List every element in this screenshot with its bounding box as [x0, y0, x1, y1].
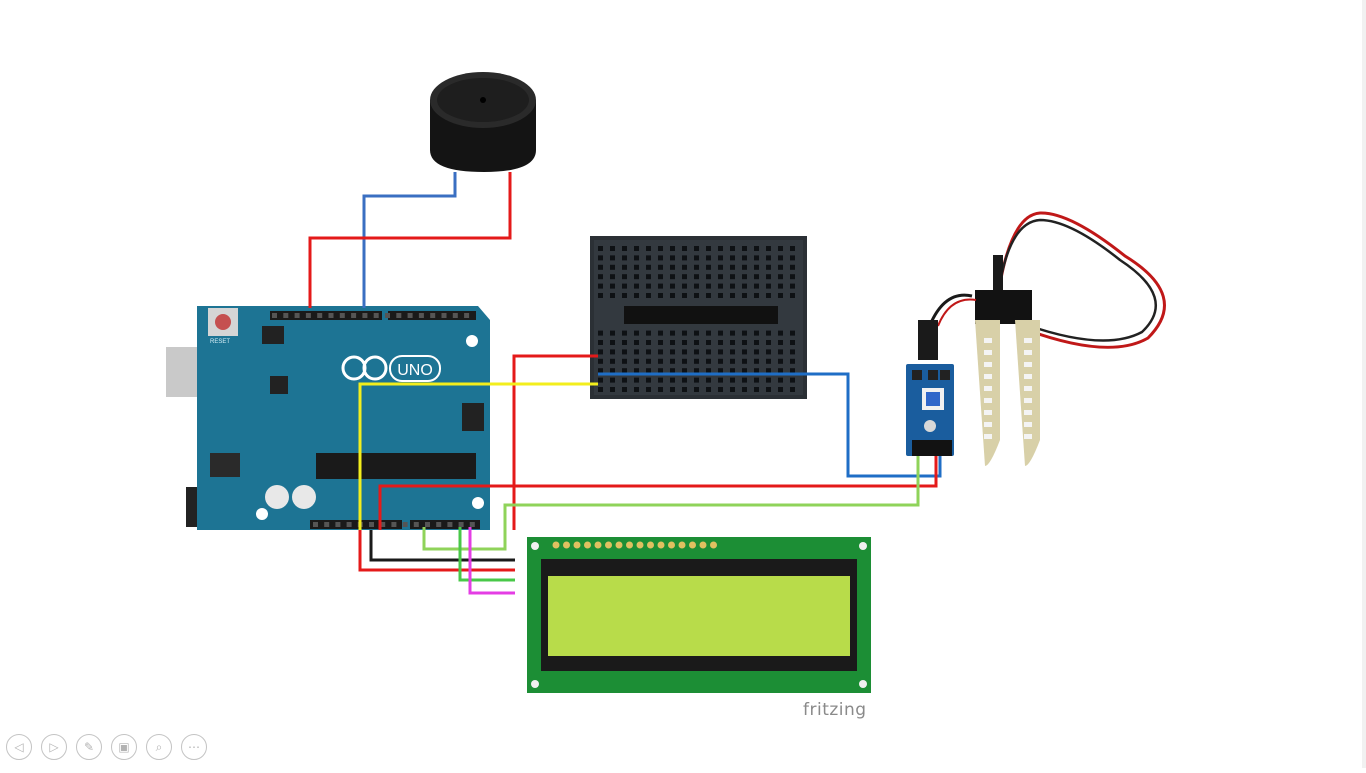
- slides-button[interactable]: ▣: [111, 734, 137, 760]
- arrow-right-icon: ▷: [49, 740, 59, 754]
- lcd-16x2-display: [527, 537, 871, 693]
- next-slide-button[interactable]: ▷: [41, 734, 67, 760]
- wire-sensor-red: [378, 456, 938, 530]
- wires: [308, 172, 942, 595]
- wire-buzzer-red: [308, 172, 512, 308]
- mini-breadboard: [590, 236, 807, 399]
- fritzing-watermark: fritzing: [803, 700, 867, 720]
- reset-label: RESET: [210, 339, 230, 345]
- wire-breadboard-blue: [598, 372, 942, 478]
- reset-button: [215, 314, 231, 330]
- potentiometer: [926, 392, 940, 406]
- pen-icon: ✎: [83, 740, 95, 754]
- soil-moisture-probe: [928, 211, 1166, 466]
- lcd-screen: [548, 576, 850, 656]
- wire-lcd-magenta: [468, 527, 515, 595]
- zoom-button[interactable]: ⌕: [146, 734, 172, 760]
- atmega-chip: [316, 453, 476, 479]
- wire-breadboard-yellow: [358, 382, 598, 530]
- slide-edge: [1362, 0, 1366, 768]
- pen-button[interactable]: ✎: [76, 734, 102, 760]
- previous-slide-button[interactable]: ◁: [6, 734, 32, 760]
- arduino-logo: UNO: [341, 355, 441, 382]
- buzzer: [430, 72, 536, 172]
- wire-buzzer-blue: [362, 172, 457, 308]
- wire-sensor-green: [422, 456, 920, 551]
- ellipsis-icon: ⋯: [188, 740, 200, 754]
- wire-lcd-black: [369, 530, 515, 562]
- wire-breadboard-red: [512, 354, 598, 530]
- wire-lcd-red: [358, 530, 515, 572]
- arrow-left-icon: ◁: [14, 740, 24, 754]
- arduino-uno-board: RESET UNO: [166, 306, 490, 530]
- uno-logo-text: UNO: [397, 362, 433, 379]
- slides-icon: ▣: [118, 740, 130, 754]
- more-options-button[interactable]: ⋯: [181, 734, 207, 760]
- magnifier-icon: ⌕: [155, 739, 163, 754]
- soil-sensor-module: [906, 320, 954, 456]
- slideshow-toolbar: ◁ ▷ ✎ ▣ ⌕ ⋯: [6, 734, 207, 764]
- wire-lcd-green: [458, 527, 515, 582]
